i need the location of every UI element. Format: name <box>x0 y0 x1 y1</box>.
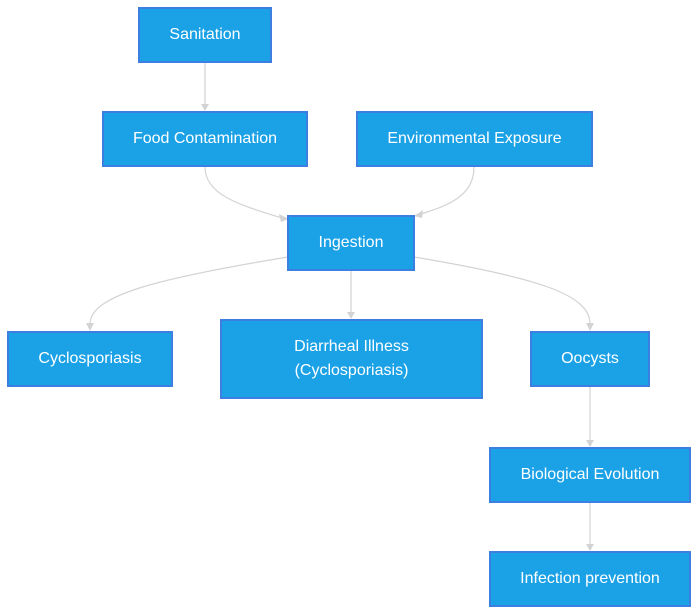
node-environmental-exposure-label: Environmental Exposure <box>387 130 562 147</box>
node-ingestion[interactable]: Ingestion <box>287 215 415 271</box>
node-diarrheal-illness[interactable]: Diarrheal Illness (Cyclosporiasis) <box>220 319 483 399</box>
arrowhead-infection-prevention <box>586 544 594 551</box>
node-environmental-exposure[interactable]: Environmental Exposure <box>356 111 593 167</box>
edge-ingestion-to-oocysts <box>413 256 591 325</box>
arrowhead-cyclosporiasis <box>86 323 94 331</box>
arrowhead-ingestion-left <box>279 214 289 222</box>
arrowhead-diarrheal-illness <box>347 312 355 319</box>
node-biological-evolution-label: Biological Evolution <box>520 466 660 483</box>
node-sanitation-label: Sanitation <box>169 26 241 43</box>
node-food-contamination[interactable]: Food Contamination <box>102 111 308 167</box>
node-oocysts[interactable]: Oocysts <box>530 331 650 387</box>
edge-food-contamination-to-ingestion <box>204 166 283 219</box>
node-ingestion-label: Ingestion <box>318 234 384 251</box>
node-diarrheal-illness-label: Diarrheal Illness (Cyclosporiasis) <box>294 338 409 379</box>
node-infection-prevention-label: Infection prevention <box>520 570 660 587</box>
node-infection-prevention[interactable]: Infection prevention <box>489 551 691 607</box>
arrowhead-ingestion-right <box>414 210 423 218</box>
edge-ingestion-to-cyclosporiasis <box>89 256 289 325</box>
node-food-contamination-label: Food Contamination <box>132 130 278 147</box>
node-cyclosporiasis[interactable]: Cyclosporiasis <box>7 331 173 387</box>
node-sanitation[interactable]: Sanitation <box>138 7 272 63</box>
edge-environmental-exposure-to-ingestion <box>420 166 475 215</box>
node-cyclosporiasis-label: Cyclosporiasis <box>38 350 142 367</box>
arrowhead-oocysts <box>586 323 594 331</box>
arrowhead-food-contamination <box>201 104 209 111</box>
node-biological-evolution[interactable]: Biological Evolution <box>489 447 691 503</box>
arrowhead-biological-evolution <box>586 440 594 447</box>
node-oocysts-label: Oocysts <box>561 350 619 367</box>
